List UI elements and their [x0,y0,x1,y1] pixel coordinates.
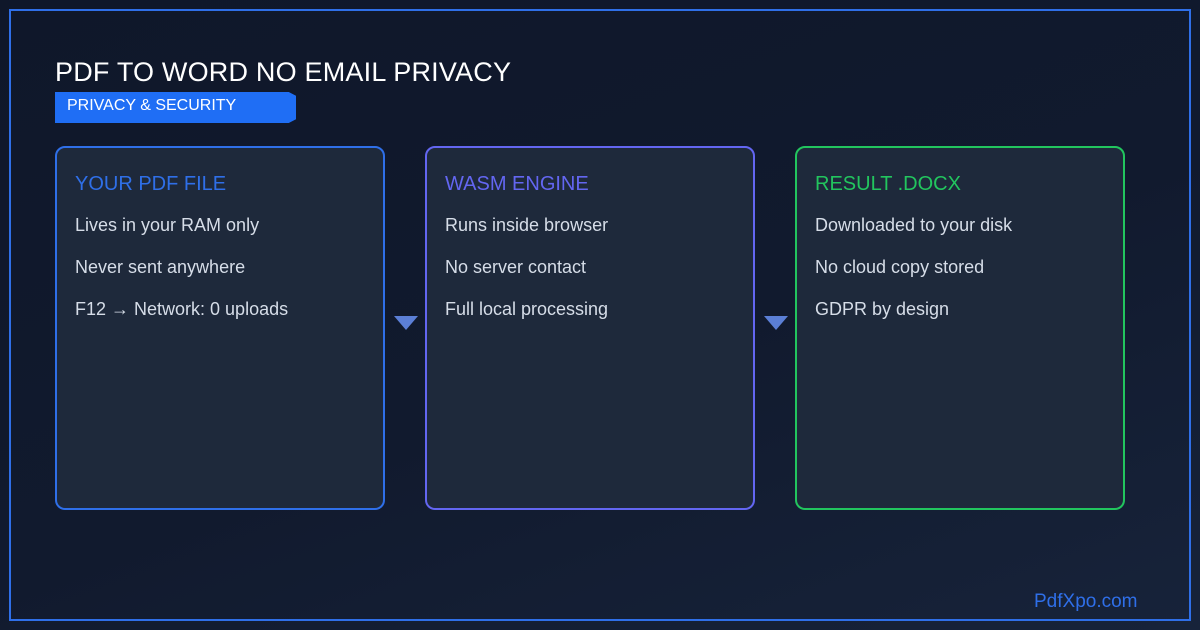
category-badge: PRIVACY & SECURITY [55,92,296,123]
card-line: Runs inside browser [445,215,609,235]
card-line: Lives in your RAM only [75,215,260,235]
card-line: F12 → Network: 0 uploads [75,299,289,319]
card-line: GDPR by design [815,299,950,319]
triangle-down-icon [764,316,788,330]
card-line: Downloaded to your disk [815,215,1013,235]
card-line: No cloud copy stored [815,257,985,277]
card-line: Never sent anywhere [75,257,246,277]
card-title: YOUR PDF FILE [75,173,227,195]
card-wasm-engine: WASM ENGINE Runs inside browser No serve… [425,146,755,510]
brand-link[interactable]: PdfXpo.com [1034,591,1138,612]
outer-frame [9,9,1191,621]
card-title: WASM ENGINE [445,173,589,195]
page-title: PDF TO WORD NO EMAIL PRIVACY [55,57,512,87]
card-result-docx: RESULT .DOCX Downloaded to your disk No … [795,146,1125,510]
triangle-down-icon [394,316,418,330]
card-your-pdf-file: YOUR PDF FILE Lives in your RAM only Nev… [55,146,385,510]
card-line: No server contact [445,257,587,277]
card-line: Full local processing [445,299,609,319]
card-title: RESULT .DOCX [815,173,961,195]
